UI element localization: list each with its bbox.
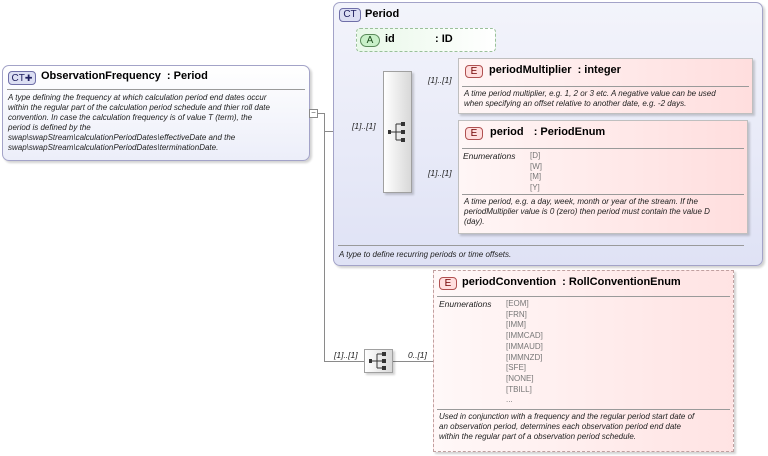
attribute-name: id [385, 33, 395, 45]
attribute-badge: A [360, 34, 380, 47]
connector-outer-seq-right [393, 361, 433, 362]
connector-to-period-box [324, 131, 333, 132]
sequence-icon [388, 122, 405, 142]
outer-sequence-compositor[interactable] [364, 349, 393, 373]
complex-type-name: ObservationFrequency [41, 70, 161, 82]
doc-line: (day). [464, 217, 485, 226]
enum-value: ... [506, 395, 513, 405]
period-type: : PeriodEnum [533, 126, 606, 138]
expand-plus-icon: ✚ [24, 73, 33, 83]
enum-value: [NONE] [506, 373, 534, 383]
doc-line: convention. In case the calculation freq… [8, 113, 253, 122]
doc-line: Used in conjunction with a frequency and… [439, 412, 695, 421]
doc-line: A time period multiplier, e.g. 1, 2 or 3… [464, 89, 716, 98]
enum-value: [TBILL] [506, 384, 532, 394]
doc-line: within the regular part of the calculati… [8, 103, 270, 112]
doc-line: period is defined by the [8, 123, 91, 132]
complex-type-title: ObservationFrequency : Period [41, 70, 208, 82]
period-multiplier-name: periodMultiplier [489, 64, 572, 76]
period-badge: CT [339, 8, 361, 22]
connector-collapse-line [319, 113, 320, 114]
connector-trunk-vertical [324, 113, 325, 362]
complex-type-doc: A type defining the frequency at which c… [8, 93, 308, 153]
period-enum-list: [D] [W] [M] [Y] [530, 151, 542, 194]
period-multiplier-separator [462, 86, 749, 87]
outer-sequence-cardinality: [1]..[1] [334, 350, 358, 360]
doc-line: when specifying an offset relative to an… [464, 99, 687, 108]
doc-line: periodMultiplier value is 0 (zero) then … [464, 207, 710, 216]
doc-line: swap\swapStream\calculationPeriodDates\t… [8, 143, 219, 152]
period-sequence-cardinality: [1]..[1] [352, 121, 376, 131]
enum-value: [IMMCAD] [506, 331, 543, 341]
doc-line: A time period, e.g. a day, week, month o… [464, 197, 698, 206]
period-doc: A time period, e.g. a day, week, month o… [464, 197, 710, 227]
doc-line: within the regular part of a observation… [439, 432, 637, 441]
element-badge: E [465, 127, 483, 140]
period-type-separator [338, 245, 744, 246]
enum-value: [IMMNZD] [506, 352, 543, 362]
period-enum-label: Enumerations [463, 151, 516, 161]
enum-value: [IMM] [506, 320, 526, 330]
period-element[interactable]: E period : PeriodEnum Enumerations [D] [… [458, 120, 748, 234]
connector-to-outer-seq [324, 361, 364, 362]
complex-type-type: : Period [166, 70, 208, 82]
period-multiplier-element[interactable]: E periodMultiplier : integer A time peri… [458, 58, 753, 114]
period-multiplier-cardinality: [1]..[1] [428, 75, 452, 85]
doc-line: an observation period, determines each o… [439, 422, 681, 431]
period-convention-cardinality: 0..[1] [408, 350, 427, 360]
period-convention-separator-top [437, 296, 730, 297]
sequence-icon [369, 352, 386, 370]
observation-frequency-type[interactable]: CT✚ ObservationFrequency : Period A type… [2, 65, 310, 161]
period-convention-element[interactable]: E periodConvention : RollConventionEnum … [433, 270, 734, 452]
period-convention-enum-label: Enumerations [439, 299, 492, 309]
collapse-toggle[interactable]: − [309, 109, 318, 118]
doc-line: swap\swapStream\calculationPeriodDates\e… [8, 133, 236, 142]
doc-line: A type defining the frequency at which c… [8, 93, 267, 102]
period-multiplier-doc: A time period multiplier, e.g. 1, 2 or 3… [464, 89, 716, 109]
enum-value: [M] [530, 172, 542, 182]
period-convention-enum-list: [EOM] [FRN] [IMM] [IMMCAD] [IMMAUD] [IMM… [506, 299, 543, 406]
complex-type-separator [7, 89, 305, 90]
period-convention-type: : RollConventionEnum [562, 276, 681, 288]
inner-sequence-compositor[interactable] [383, 71, 412, 193]
period-separator-bottom [462, 194, 744, 195]
element-badge: E [439, 277, 457, 290]
enum-value: [FRN] [506, 309, 527, 319]
period-cardinality: [1]..[1] [428, 168, 452, 178]
period-type-doc: A type to define recurring periods or ti… [339, 250, 512, 259]
period-type-title: Period [365, 8, 400, 20]
complex-type-badge-text: CT [11, 73, 25, 84]
attribute-type: : ID [435, 33, 453, 45]
enum-value: [W] [530, 161, 542, 171]
period-convention-title: periodConvention : RollConventionEnum [462, 276, 681, 288]
period-separator-top [462, 148, 744, 149]
period-badge-text: CT [343, 9, 357, 20]
period-multiplier-title: periodMultiplier : integer [489, 64, 621, 76]
complex-type-badge: CT✚ [8, 71, 36, 85]
period-convention-separator-bottom [437, 409, 730, 410]
attribute-id[interactable]: A id : ID [356, 28, 496, 52]
period-name: period [490, 126, 524, 138]
period-title: period : PeriodEnum [490, 126, 605, 138]
period-convention-doc: Used in conjunction with a frequency and… [439, 412, 694, 442]
period-multiplier-type: : integer [577, 64, 621, 76]
enum-value: [SFE] [506, 363, 527, 373]
enum-value: [Y] [530, 183, 540, 193]
enum-value: [IMMAUD] [506, 341, 543, 351]
element-badge: E [465, 65, 483, 78]
period-convention-name: periodConvention [462, 276, 557, 288]
enum-value: [D] [530, 151, 541, 160]
enum-value: [EOM] [506, 299, 529, 308]
